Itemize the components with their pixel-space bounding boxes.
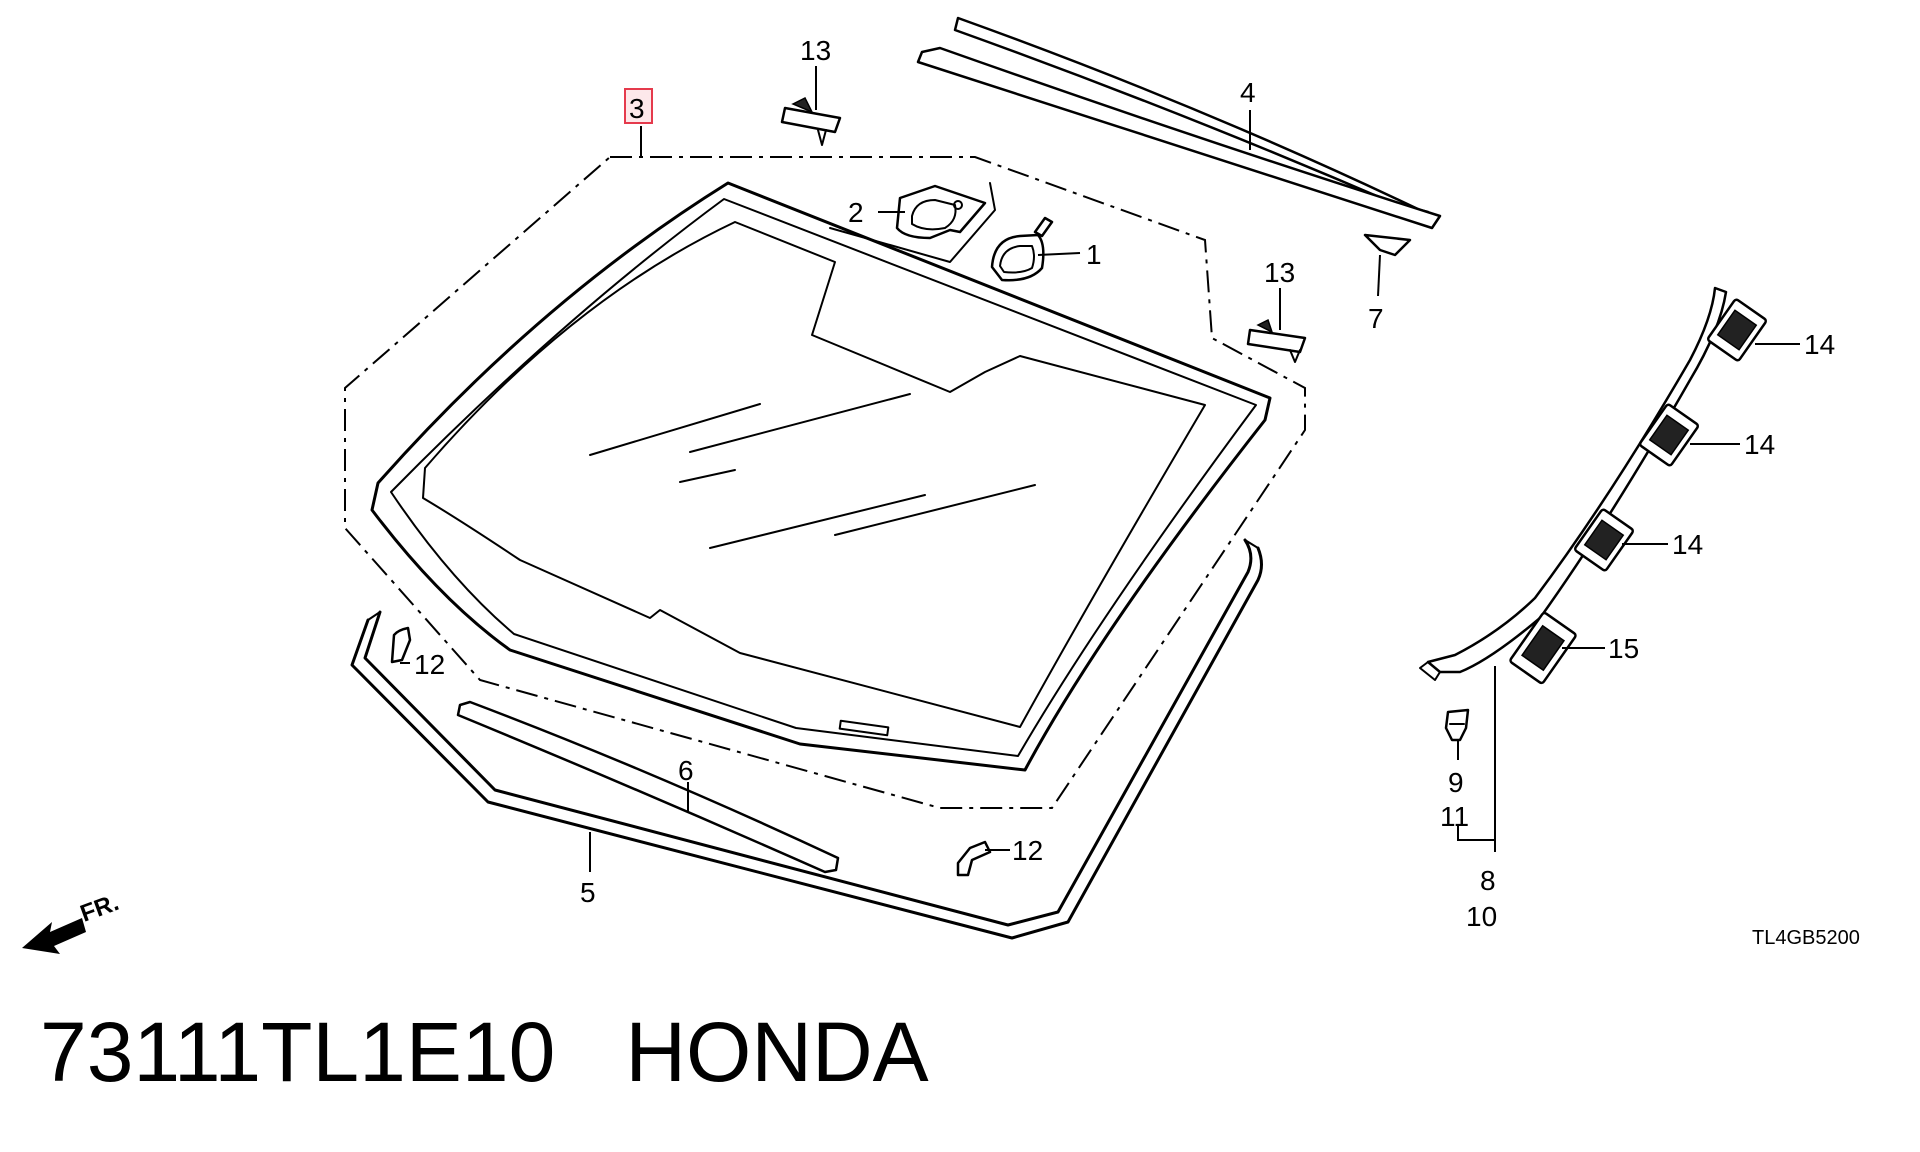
callout-5: 5: [580, 877, 596, 908]
windshield-visible-area: [422, 221, 1206, 728]
callout-12-left: 12: [414, 649, 445, 680]
part-2-sensor-bracket: [829, 182, 996, 263]
part-6-lower-molding: [456, 700, 840, 874]
part-14-clip-middle: [1639, 403, 1699, 467]
arrow-left-icon: [22, 918, 86, 954]
leader-1: [1037, 252, 1081, 256]
callout-8: 8: [1480, 865, 1496, 896]
part-1-sensor-cover: [990, 216, 1054, 282]
part-13-clip-right: [1246, 318, 1307, 363]
callout-2: 2: [848, 197, 864, 228]
vin-window-mark: [838, 719, 890, 737]
front-direction-arrow: FR.: [22, 889, 122, 954]
callout-14-middle: 14: [1744, 429, 1775, 460]
part-12-spacer-right: [956, 840, 992, 877]
callout-14-upper: 14: [1804, 329, 1835, 360]
part-13-clip-top: [780, 96, 842, 146]
callout-9: 9: [1448, 767, 1464, 798]
callout-3-highlight: [624, 88, 653, 124]
brand-name: HONDA: [625, 1005, 929, 1099]
leader-8-10-bracket: [1457, 666, 1496, 852]
part-15-clip: [1509, 611, 1577, 685]
glass-reflection: [689, 393, 911, 453]
diagram-code: TL4GB5200: [1752, 927, 1860, 949]
glass-reflection: [679, 469, 736, 483]
callout-10: 10: [1466, 901, 1497, 932]
glass-reflection: [589, 403, 761, 456]
callout-6: 6: [678, 755, 694, 786]
windshield-glass: [370, 181, 1272, 772]
callout-13-top: 13: [800, 35, 831, 66]
part-caption: 73111TL1E10 HONDA: [40, 1010, 929, 1094]
callout-11: 11: [1440, 801, 1469, 832]
callout-13-right: 13: [1264, 257, 1295, 288]
callout-3: 3: [629, 93, 645, 124]
callout-1: 1: [1086, 239, 1102, 270]
caption-gap: [555, 1005, 625, 1099]
callout-7: 7: [1368, 303, 1384, 334]
part-12-spacer-left: [390, 626, 412, 664]
callout-14-lower: 14: [1672, 529, 1703, 560]
part-8-10-pillar-garnish: [1419, 286, 1728, 681]
assembly-outline: [344, 156, 1306, 809]
callout-4: 4: [1240, 77, 1256, 108]
glass-reflection: [709, 494, 926, 549]
part-4-roof-molding: [916, 16, 1442, 230]
leader-7: [1377, 254, 1381, 297]
direction-label: FR.: [77, 889, 123, 928]
callout-15: 15: [1608, 633, 1639, 664]
glass-reflection: [834, 484, 1036, 536]
callout-12-right: 12: [1012, 835, 1043, 866]
part-7-molding-end: [1363, 233, 1412, 257]
part-number: 73111TL1E10: [40, 1005, 556, 1099]
part-5-dam-rubber: [350, 538, 1263, 940]
part-9-11-clip: [1444, 708, 1470, 742]
part-14-clip-upper: [1707, 298, 1767, 362]
windshield-glass-inner-edge: [390, 198, 1257, 757]
part-14-clip-lower: [1574, 508, 1634, 572]
